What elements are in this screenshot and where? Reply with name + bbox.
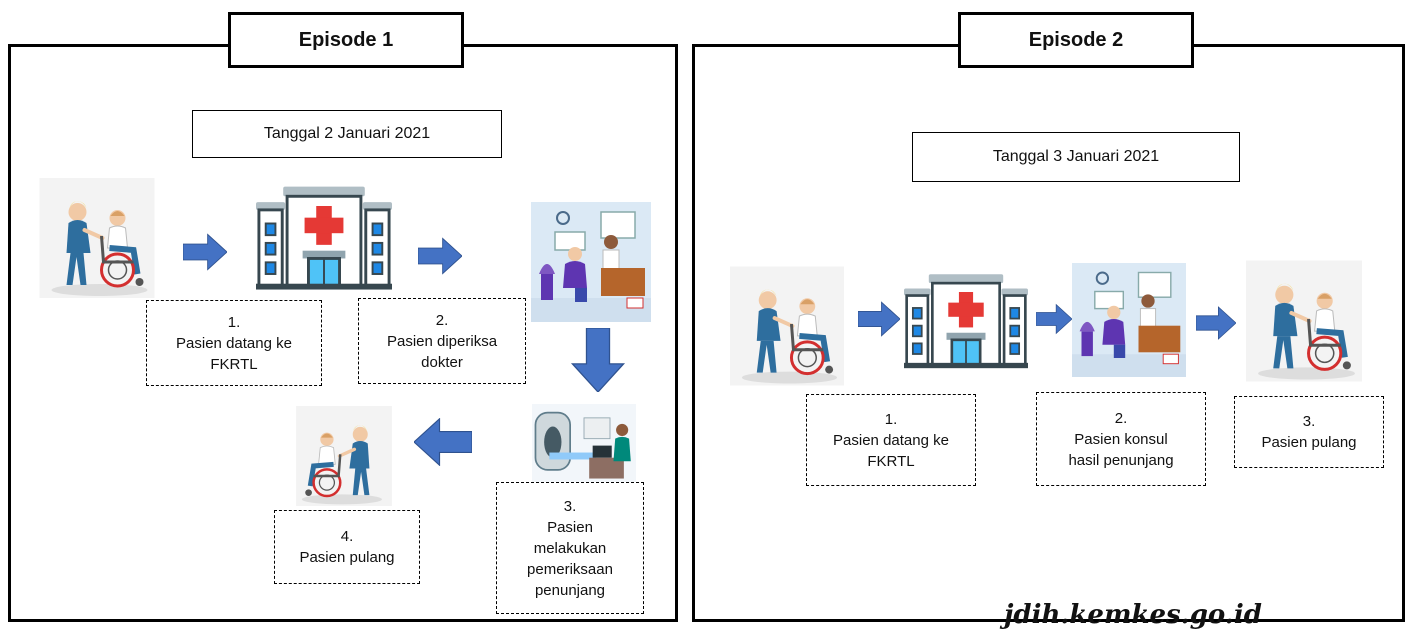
arrow-down-icon <box>568 328 628 392</box>
patient-going-home-illustration <box>1246 258 1362 384</box>
step-number: 4. <box>340 528 354 545</box>
episode-1-step-2: 2. Pasien diperiksa dokter <box>358 298 526 384</box>
patient-going-home-illustration <box>288 406 400 506</box>
step-text: FKRTL <box>867 452 915 470</box>
step-text: melakukan <box>533 539 607 557</box>
step-text: Pasien datang ke <box>833 431 949 449</box>
doctor-consultation-illustration <box>1072 258 1186 382</box>
step-text: penunjang <box>534 581 606 599</box>
step-text: FKRTL <box>210 355 258 373</box>
patient-wheelchair-illustration <box>730 260 844 392</box>
episode-2-step-2: 2. Pasien konsul hasil penunjang <box>1036 392 1206 486</box>
step-text: pemeriksaan <box>527 560 613 578</box>
step-number: 2. <box>435 311 449 329</box>
arrow-right-icon <box>1196 298 1236 348</box>
step-number: 3. <box>563 497 577 515</box>
mri-scan-illustration <box>522 404 646 482</box>
episode-2-date: Tanggal 3 Januari 2021 <box>912 132 1240 182</box>
step-number: 2. <box>1114 409 1128 427</box>
watermark: jdih.kemkes.go.id <box>1004 600 1262 630</box>
step-text: Pasien pulang <box>299 549 395 566</box>
arrow-right-icon <box>183 232 227 272</box>
step-text: Pasien datang ke <box>176 334 292 352</box>
episode-1-step-4: 4. Pasien pulang <box>274 510 420 584</box>
episode-1-step-1: 1. Pasien datang ke FKRTL <box>146 300 322 386</box>
step-text: Pasien konsul <box>1074 430 1168 448</box>
step-text: hasil penunjang <box>1068 451 1174 469</box>
episode-1-date: Tanggal 2 Januari 2021 <box>192 110 502 158</box>
arrow-right-icon <box>1036 294 1072 344</box>
step-text: dokter <box>421 353 463 371</box>
step-text: Pasien <box>547 518 593 536</box>
doctor-consultation-illustration <box>530 202 652 322</box>
step-text: Pasien diperiksa <box>386 332 498 350</box>
episode-1-title: Episode 1 <box>228 12 464 68</box>
hospital-building-illustration <box>904 270 1028 376</box>
step-number: 1. <box>884 410 898 428</box>
episode-2-title: Episode 2 <box>958 12 1194 68</box>
arrow-right-icon <box>858 294 900 344</box>
arrow-left-icon <box>414 418 472 466</box>
step-number: 1. <box>227 313 241 331</box>
episode-1-step-3: 3. Pasien melakukan pemeriksaan penunjan… <box>496 482 644 614</box>
arrow-right-icon <box>418 236 462 276</box>
episode-2-step-3: 3. Pasien pulang <box>1234 396 1384 468</box>
patient-wheelchair-illustration <box>38 178 156 298</box>
hospital-building-illustration <box>256 186 392 294</box>
episode-2-step-1: 1. Pasien datang ke FKRTL <box>806 394 976 486</box>
step-text: Pasien pulang <box>1261 434 1357 451</box>
step-number: 3. <box>1302 413 1316 430</box>
